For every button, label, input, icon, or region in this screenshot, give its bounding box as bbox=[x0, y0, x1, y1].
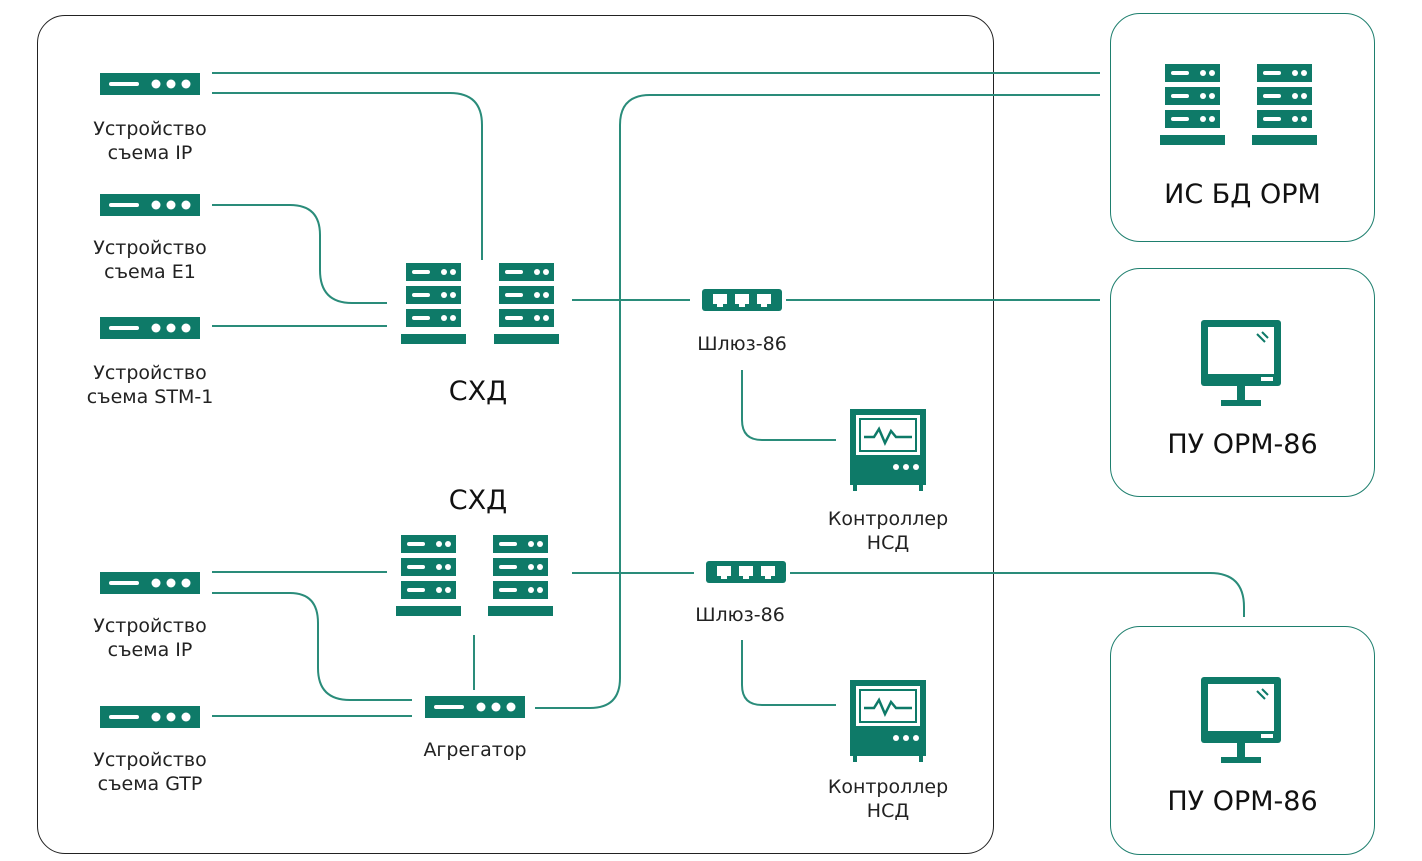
label-pu-bottom: ПУ ОРМ-86 bbox=[1167, 786, 1318, 817]
gateway-top-icon[interactable] bbox=[702, 289, 782, 311]
label-gateway-top: Шлюз-86 bbox=[697, 333, 787, 355]
label-pu-top: ПУ ОРМ-86 bbox=[1167, 429, 1318, 460]
storage-bottom-rack-2-icon[interactable] bbox=[488, 535, 553, 616]
label-capture-e1: Устройство съема E1 bbox=[93, 237, 207, 283]
db-server-2-icon[interactable] bbox=[1252, 64, 1317, 145]
capture-device-ip-bottom-icon[interactable] bbox=[100, 572, 200, 594]
panel-db[interactable] bbox=[1110, 13, 1375, 242]
storage-bottom-rack-1-icon[interactable] bbox=[396, 535, 461, 616]
gateway-bottom-icon[interactable] bbox=[706, 561, 786, 583]
label-db: ИС БД ОРМ bbox=[1164, 179, 1321, 210]
connection-lines bbox=[212, 72, 1245, 717]
aggregator-icon[interactable] bbox=[425, 696, 525, 718]
controller-bottom-icon[interactable] bbox=[848, 678, 928, 764]
monitor-bottom-icon[interactable] bbox=[1200, 676, 1282, 764]
label-capture-ip-bottom: Устройство съема IP bbox=[93, 615, 207, 661]
label-controller-top: Контроллер НСД bbox=[827, 508, 949, 554]
capture-device-gtp-icon[interactable] bbox=[100, 706, 200, 728]
capture-device-ip-top-icon[interactable] bbox=[100, 73, 200, 95]
label-capture-gtp: Устройство съема GTP bbox=[93, 749, 207, 795]
capture-device-stm1-icon[interactable] bbox=[100, 317, 200, 339]
label-controller-bottom: Контроллер НСД bbox=[827, 776, 949, 822]
label-storage-bottom: СХД bbox=[448, 485, 508, 516]
storage-top-rack-2-icon[interactable] bbox=[494, 263, 559, 344]
label-gateway-bottom: Шлюз-86 bbox=[695, 604, 785, 626]
label-storage-top: СХД bbox=[448, 376, 508, 407]
label-capture-ip-top: Устройство съема IP bbox=[93, 118, 207, 164]
capture-device-e1-icon[interactable] bbox=[100, 194, 200, 216]
monitor-top-icon[interactable] bbox=[1200, 319, 1282, 407]
internal-network-frame bbox=[37, 15, 994, 854]
label-aggregator: Агрегатор bbox=[423, 739, 527, 761]
storage-top-rack-1-icon[interactable] bbox=[401, 263, 466, 344]
db-server-1-icon[interactable] bbox=[1160, 64, 1225, 145]
controller-top-icon[interactable] bbox=[848, 407, 928, 493]
label-capture-stm1: Устройство съема STM-1 bbox=[86, 362, 214, 408]
